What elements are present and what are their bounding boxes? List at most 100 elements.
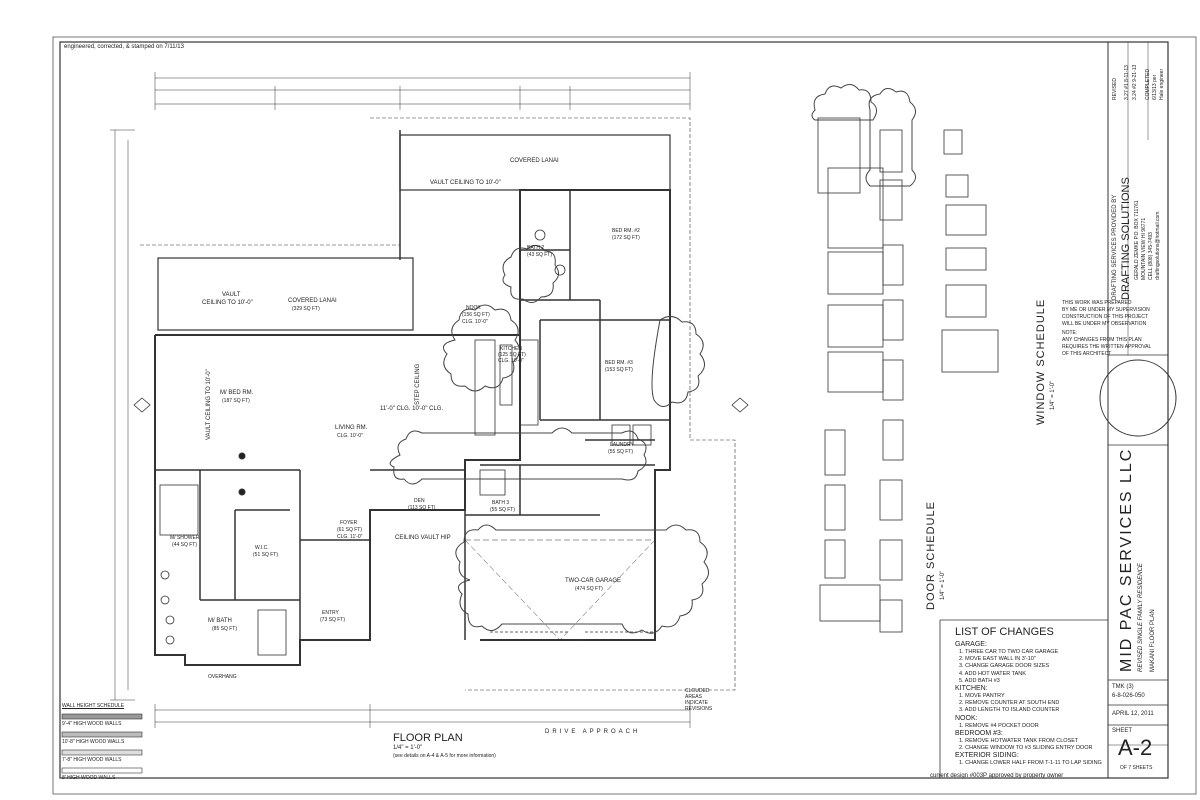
room-area-bath2: (43 SQ FT) — [527, 252, 553, 258]
room-label-ceiling-vault-hip: CEILING VAULT HIP — [395, 535, 451, 541]
drafting-company: DRAFTING SOLUTIONS — [1120, 177, 1132, 300]
completed-line: Hale engineer — [1159, 68, 1165, 100]
room-clg-living-rm: CLG. 10'-0" — [337, 433, 363, 439]
drafting-contact-line: GERALD ZEMKE P.O. BOX 711761 — [1134, 200, 1140, 280]
architect-note-line: BY ME OR UNDER MY SUPERVISION — [1062, 307, 1150, 313]
room-area-two-car-garage: (474 SQ FT) — [575, 586, 603, 592]
company-name: MID PAC SERVICES LLC — [1118, 447, 1135, 672]
change-item: 1. CHANGE LOWER HALF FROM T-1-11 TO LAP … — [959, 760, 1102, 767]
change-group-heading: KITCHEN: — [955, 685, 988, 692]
window-schedule-title: WINDOW SCHEDULE — [1035, 298, 1047, 425]
room-area-wic: (51 SQ FT) — [253, 552, 279, 558]
window-schedule-scale: 1/4" = 1'-0" — [1050, 380, 1056, 410]
room-clg-kitchen: CLG. 10'-0" — [498, 358, 524, 364]
door-schedule-title: DOOR SCHEDULE — [925, 501, 937, 610]
wall-height-row: 8' HIGH WOOD WALLS — [62, 775, 116, 781]
room-label-overhang: OVERHANG — [208, 674, 237, 680]
room-label-two-car-garage: TWO-CAR GARAGE — [565, 578, 622, 584]
change-group-heading: EXTERIOR SIDING: — [955, 752, 1019, 760]
room-label-vault-left-ceiling: CEILING TO 10'-0" — [202, 300, 253, 306]
change-item: 1. REMOVE #4 POCKET DOOR — [959, 722, 1039, 729]
floor-plan-scale: 1/4" = 1'-0" — [393, 745, 423, 751]
architect-note-line: THIS WORK WAS PREPARED — [1062, 300, 1132, 306]
architect-note-line: ANY CHANGES FROM THIS PLAN — [1062, 337, 1142, 343]
room-area-entry: (73 SQ FT) — [320, 617, 346, 623]
change-item: 2. REMOVE COUNTER AT SOUTH END — [959, 700, 1060, 707]
room-label-covered-lanai-left: COVERED LANAI — [288, 298, 337, 304]
room-clg-foyer: CLG. 11'-0" — [337, 534, 363, 540]
drafting-contact-line: MOUNTAIN VIEW HI 96771 — [1141, 217, 1147, 280]
project-name: REVISED SINGLE FAMILY RESIDENCE — [1138, 563, 1144, 672]
floor-plan-title: FLOOR PLAN — [393, 732, 463, 744]
room-clg-nook: CLG. 10'-0" — [462, 319, 488, 325]
change-group-heading: NOOK: — [955, 714, 978, 722]
wall-height-row: 9'-4" HIGH WOOD WALLS — [62, 721, 122, 727]
room-label-foyer: FOYER — [340, 520, 358, 526]
room-label-vault-ceiling-mid: VAULT CEILING TO 10'-0" — [206, 369, 212, 440]
room-area-master-bed: (187 SQ FT) — [222, 398, 250, 404]
room-area-m-bath: (85 SQ FT) — [212, 626, 238, 632]
sheet-label: SHEET — [1112, 728, 1133, 734]
header-note: engineered, corrected, & stamped on 7/11… — [64, 44, 184, 50]
room-label-living-rm: LIVING RM. — [335, 425, 368, 431]
change-item: 3. ADD LENGTH TO ISLAND COUNTER — [959, 707, 1060, 714]
room-label-covered-lanai-top: COVERED LANAI — [510, 158, 559, 164]
room-label-entry: ENTRY — [322, 610, 339, 616]
architect-note-line: REQUIRES THE WRITTEN APPROVAL — [1062, 344, 1152, 350]
room-area-bath3: (55 SQ FT) — [490, 507, 516, 513]
plan-name: MAKANI FLOOR PLAN — [1150, 609, 1156, 672]
room-label-vault-ceiling-top: VAULT CEILING TO 10'-0" — [430, 180, 501, 186]
revised-date: 3.27 #1 8-11-13 — [1124, 65, 1130, 100]
list-of-changes-title: LIST OF CHANGES — [955, 626, 1054, 638]
change-group-heading: BEDROOM #3: — [955, 729, 1003, 737]
change-item: 1. REMOVE HOTWATER TANK FROM CLOSET — [959, 737, 1079, 744]
revised-date: 3.24 #2 9-21-13 — [1132, 64, 1138, 100]
room-area-den: (113 SQ FT) — [408, 505, 436, 511]
sheet-number: A-2 — [1118, 735, 1153, 760]
tmk-value: 6-8-026-050 — [1112, 693, 1145, 699]
footer-note: current design #003P approved by propert… — [930, 773, 1064, 779]
room-label-den: DEN — [414, 498, 425, 504]
tmk-label: TMK (3) — [1112, 684, 1134, 690]
change-item: 2. MOVE EAST WALL IN 3'-10" — [959, 656, 1036, 663]
room-label-kitchen: KITCHEN — [500, 346, 522, 352]
room-label-vault-left: VAULT — [222, 292, 241, 298]
drafting-contact-line: CELL (808) 345-7493 — [1148, 232, 1154, 280]
architect-note-line: NOTE: — [1062, 330, 1078, 336]
room-label-nook: NOOK — [466, 305, 481, 311]
change-item: 1. THREE CAR TO TWO CAR GARAGE — [959, 649, 1059, 655]
room-label-laundry: LAUNDRY — [610, 442, 634, 448]
drafting-services-label: DRAFTING SERVICES PROVIDED BY — [1112, 194, 1118, 300]
floor-plan-note: (see details on A-4 & A-5 for more infor… — [393, 753, 496, 759]
room-label-master-bed: M/ BED RM. — [220, 390, 254, 396]
room-label-bed-rm3: BED RM. #3 — [605, 360, 633, 366]
label-clouded-areas: CLOUDED AREAS INDICATE REVISIONS — [685, 688, 713, 712]
architect-note-line: OF THIS ARCHITECT — [1062, 351, 1112, 357]
room-area-covered-lanai-left: (329 SQ FT) — [292, 306, 320, 312]
sheet-of: OF 7 SHEETS — [1120, 765, 1153, 771]
room-label-clg-step: 11'-0" CLG. 10'-0" CLG. — [380, 406, 444, 412]
architect-note-line: WILL BE UNDER MY OBSERVATION — [1062, 321, 1147, 327]
room-label-step-ceiling: STEP CEILING — [415, 363, 421, 405]
sheet-date: APRIL 12, 2011 — [1112, 711, 1154, 717]
room-area-laundry: (55 SQ FT) — [608, 449, 634, 455]
room-area-kitchen: (125 SQ FT) — [498, 352, 526, 358]
change-item: 5. ADD BATH #3 — [959, 677, 1000, 684]
room-label-m-shower: M/ SHOWER — [170, 535, 200, 541]
room-area-nook: (156 SQ FT) — [462, 312, 490, 318]
change-group-heading: GARAGE: — [955, 641, 987, 648]
room-label-bath3: BATH 3 — [492, 500, 510, 506]
label-drive-approach: DRIVE APPROACH — [545, 729, 641, 735]
completed-line: COMPLETED — [1145, 68, 1151, 100]
architect-note-line: CONSTRUCTION OF THIS PROJECT — [1062, 314, 1149, 320]
change-item: 3. CHANGE GARAGE DOOR SIZES — [959, 663, 1050, 670]
room-area-m-shower: (44 SQ FT) — [172, 542, 198, 548]
wall-height-row: 10'-8" HIGH WOOD WALLS — [62, 739, 125, 745]
door-schedule-scale: 1/4" = 1'-0" — [940, 570, 946, 600]
revised-label: REVISED — [1112, 78, 1118, 100]
room-label-wic: W.I.C. — [255, 545, 269, 551]
wall-height-row: 7'-8" HIGH WOOD WALLS — [62, 757, 122, 763]
